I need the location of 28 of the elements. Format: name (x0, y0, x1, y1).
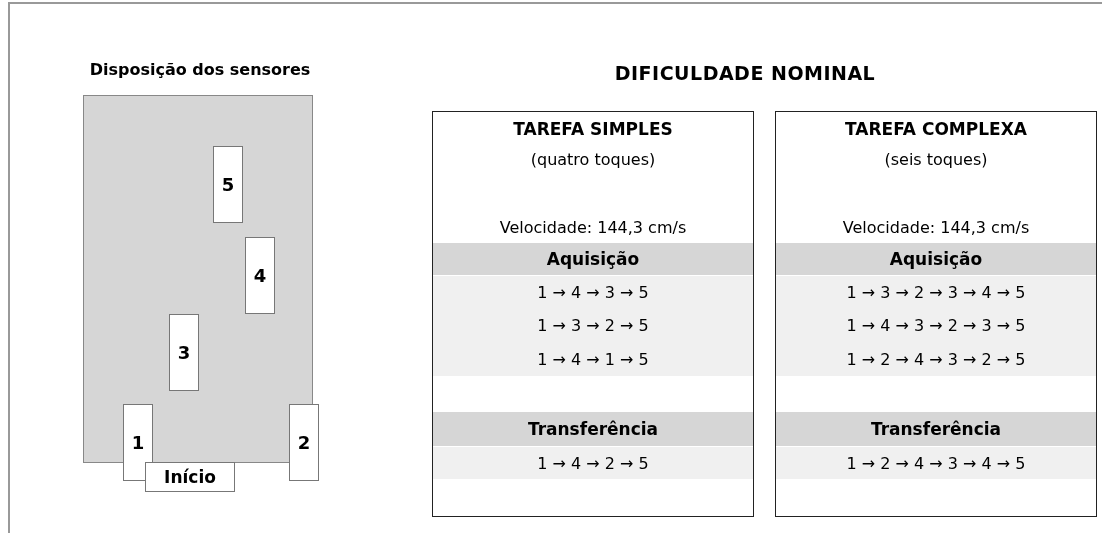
speed-text: Velocidade: 144,3 cm/s (498, 216, 688, 239)
sensor-pad: 4 (245, 237, 275, 314)
section-heading: Transferência (776, 412, 1096, 446)
sequence-row: 1 → 3 → 2 → 3 → 4 → 5 (776, 276, 1096, 309)
sequence-row: 1 → 4 → 3 → 2 → 3 → 5 (776, 309, 1096, 342)
speed-text: Velocidade: 144,3 cm/s (841, 216, 1031, 239)
panel-subtitle: (quatro toques) (529, 148, 657, 171)
sensor-pad: 1 (123, 404, 153, 481)
panel-subtitle: (seis toques) (883, 148, 989, 171)
start-label: Início (145, 462, 235, 492)
sensor-pad: 5 (213, 146, 243, 223)
sequence-row: 1 → 2 → 4 → 3 → 2 → 5 (776, 342, 1096, 376)
sequence-row: 1 → 3 → 2 → 5 (433, 309, 753, 342)
task-panel (775, 111, 1097, 517)
sequence-row: 1 → 2 → 4 → 3 → 4 → 5 (776, 447, 1096, 479)
sensor-pad: 2 (289, 404, 319, 481)
task-panel (432, 111, 754, 517)
section-heading: Aquisição (433, 243, 753, 275)
sequence-row: 1 → 4 → 1 → 5 (433, 342, 753, 376)
sensor-pad: 3 (169, 314, 199, 391)
sequence-row: 1 → 4 → 3 → 5 (433, 276, 753, 309)
board-heading: Disposição dos sensores (88, 60, 312, 79)
section-heading: Transferência (433, 412, 753, 446)
panel-title: TAREFA COMPLEXA (844, 118, 1028, 141)
sequence-row: 1 → 4 → 2 → 5 (433, 447, 753, 479)
diagram-title: DIFICULDADE NOMINAL (613, 62, 877, 84)
panel-title: TAREFA SIMPLES (512, 118, 674, 141)
section-heading: Aquisição (776, 243, 1096, 275)
